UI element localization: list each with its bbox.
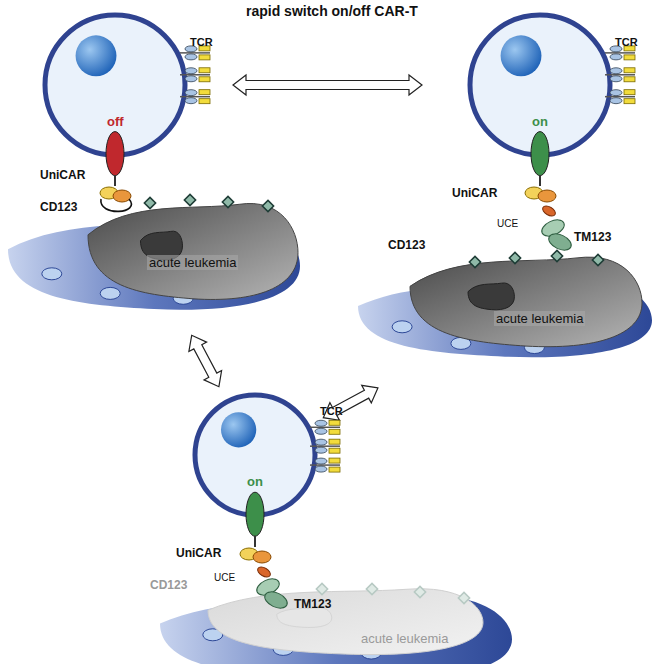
switch-state: on: [247, 474, 263, 489]
diagram-title: rapid switch on/off CAR-T: [246, 3, 418, 19]
part-label: TM123: [574, 230, 611, 244]
part-label: UCE: [497, 218, 518, 229]
part-label: UCE: [214, 572, 235, 583]
cell-outline: [160, 583, 512, 664]
cell-name: acute leukemia: [147, 255, 238, 270]
part-label: CD123: [150, 578, 187, 592]
t-cell: off: [42, 12, 188, 158]
cell-outline: [192, 392, 318, 518]
double-arrow: [233, 75, 422, 95]
leukemia-cell: acute leukemia: [8, 198, 300, 330]
part-label: UniCAR: [452, 186, 497, 200]
unicar-off: [100, 175, 131, 211]
leukemia-cell: acute leukemia: [358, 252, 652, 385]
switch-state: off: [107, 114, 124, 129]
part-label: UniCAR: [40, 168, 85, 182]
t-cell: on: [467, 12, 613, 158]
part-label: TM123: [294, 597, 331, 611]
part-label: TCR: [320, 405, 343, 417]
leukemia-cell: acute leukemia: [160, 583, 512, 664]
part-label: CD123: [388, 238, 425, 252]
switch-state: on: [532, 114, 548, 129]
cell-outline: [42, 12, 188, 158]
unicar-on: [525, 175, 574, 253]
part-label: TCR: [190, 36, 213, 48]
t-cell: on: [192, 392, 318, 518]
cd123-antigens: [144, 194, 603, 267]
part-label: UniCAR: [176, 546, 221, 560]
unicar-on-bottom: [240, 536, 290, 611]
cell-name: acute leukemia: [361, 631, 448, 646]
cell-outline: [467, 12, 613, 158]
cd123-faded: [316, 583, 469, 603]
part-label: CD123: [40, 200, 77, 214]
part-label: TCR: [615, 36, 638, 48]
double-arrow: [189, 335, 222, 386]
cell-name: acute leukemia: [494, 311, 585, 326]
